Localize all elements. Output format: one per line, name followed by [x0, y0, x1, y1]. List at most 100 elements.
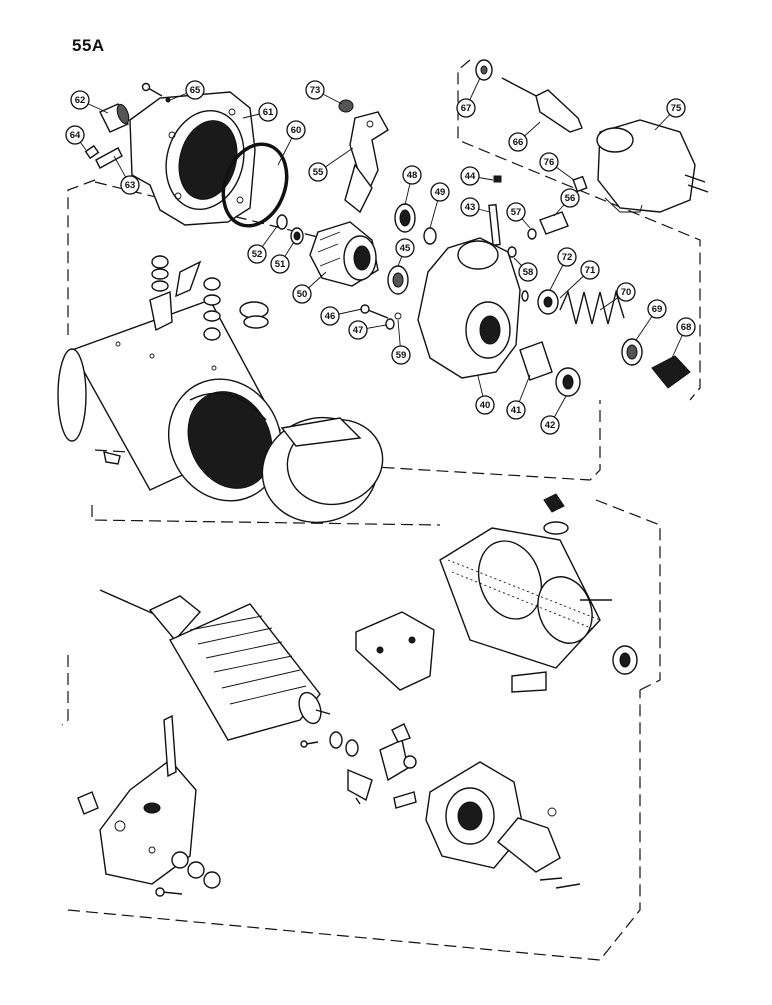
callout-circle: [185, 80, 205, 100]
callout-number: 42: [545, 420, 556, 431]
callout-number: 45: [400, 243, 411, 254]
callout-71: 71: [559, 260, 600, 299]
callout-number: 51: [275, 259, 286, 270]
plug-64-63: [84, 144, 123, 169]
callout-circle: [506, 202, 526, 222]
callout-circle: [456, 98, 476, 118]
armature: [99, 589, 331, 741]
callout-56: 56: [553, 188, 580, 217]
callout-layer: 6562736160646355676675484944437656575251…: [65, 77, 696, 435]
callout-number: 61: [263, 107, 274, 118]
callout-59: 59: [391, 319, 411, 365]
terminal-76: [572, 175, 588, 193]
callout-circle: [557, 247, 577, 267]
callout-number: 75: [671, 103, 682, 114]
callout-circle: [647, 299, 667, 319]
callout-circle: [305, 80, 325, 100]
rings-51-52: [276, 214, 304, 245]
callout-72: 72: [549, 247, 577, 291]
callout-circle: [70, 90, 90, 110]
callout-number: 76: [544, 157, 555, 168]
callout-47: 47: [348, 320, 387, 340]
screw-65: [141, 82, 171, 103]
brush-parts: [300, 723, 417, 809]
callout-51: 51: [270, 241, 295, 274]
callout-circle: [430, 182, 450, 202]
ring-49: [423, 227, 437, 245]
solenoid-75: [596, 119, 709, 213]
callout-circle: [395, 238, 415, 258]
callout-number: 49: [435, 187, 446, 198]
callout-circle: [460, 197, 480, 217]
callout-circle: [120, 175, 140, 195]
drive-end-plate: [77, 714, 221, 897]
screw-46-47-59: [360, 304, 402, 330]
callout-number: 72: [562, 252, 573, 263]
solenoid-case-40: [417, 237, 521, 379]
callout-46: 46: [320, 306, 363, 326]
callout-69: 69: [635, 299, 667, 341]
callout-circle: [402, 165, 422, 185]
pole-shoe: [355, 611, 435, 691]
callout-circle: [320, 306, 340, 326]
washer-67: [475, 59, 493, 81]
callout-63: 63: [113, 155, 140, 195]
pin-43-44: [488, 175, 502, 246]
callout-75: 75: [654, 98, 686, 131]
callout-64: 64: [65, 125, 87, 151]
shift-lever-55: [344, 111, 389, 214]
callout-52: 52: [247, 224, 279, 264]
callout-circle: [540, 415, 560, 435]
callout-number: 66: [513, 137, 524, 148]
callout-42: 42: [540, 395, 567, 435]
callout-76: 76: [539, 152, 575, 181]
callout-circle: [560, 188, 580, 208]
callout-number: 63: [125, 180, 136, 191]
callout-48: 48: [402, 165, 422, 206]
band: [261, 416, 384, 524]
callout-number: 67: [461, 103, 472, 114]
callout-circle: [539, 152, 559, 172]
callout-73: 73: [305, 80, 343, 105]
terminal-hardware: [149, 255, 269, 341]
callout-number: 68: [681, 322, 692, 333]
callout-49: 49: [429, 182, 450, 229]
callout-61: 61: [242, 102, 278, 122]
callout-circle: [616, 282, 636, 302]
field-coils: [439, 493, 612, 693]
callout-circle: [65, 125, 85, 145]
plunger-66: [501, 77, 583, 133]
washer-69-plunger-68: [621, 338, 691, 389]
callout-number: 46: [325, 311, 336, 322]
callout-number: 73: [310, 85, 321, 96]
callout-60: 60: [277, 120, 306, 166]
field-frame: [57, 299, 283, 502]
callout-number: 71: [585, 265, 596, 276]
callout-number: 64: [70, 130, 81, 141]
pin-73: [338, 99, 354, 113]
callout-number: 41: [511, 405, 522, 416]
callout-57: 57: [506, 202, 531, 229]
callout-41: 41: [506, 374, 531, 420]
callout-number: 52: [252, 249, 263, 260]
callout-50: 50: [292, 271, 327, 304]
bushing-lower: [612, 645, 638, 675]
callout-circle: [580, 260, 600, 280]
callout-number: 40: [480, 400, 491, 411]
callout-number: 47: [353, 325, 364, 336]
callout-number: 62: [75, 95, 86, 106]
page-label: 55A: [72, 36, 105, 55]
callout-circle: [460, 166, 480, 186]
callout-45: 45: [395, 238, 415, 267]
callout-43: 43: [460, 197, 491, 217]
callout-number: 55: [313, 167, 324, 178]
callout-number: 43: [465, 202, 476, 213]
callout-65: 65: [169, 80, 205, 101]
callout-70: 70: [599, 282, 636, 311]
callout-circle: [666, 98, 686, 118]
callout-number: 57: [511, 207, 522, 218]
callout-number: 48: [407, 170, 418, 181]
callout-circle: [247, 244, 267, 264]
callout-number: 50: [297, 289, 308, 300]
